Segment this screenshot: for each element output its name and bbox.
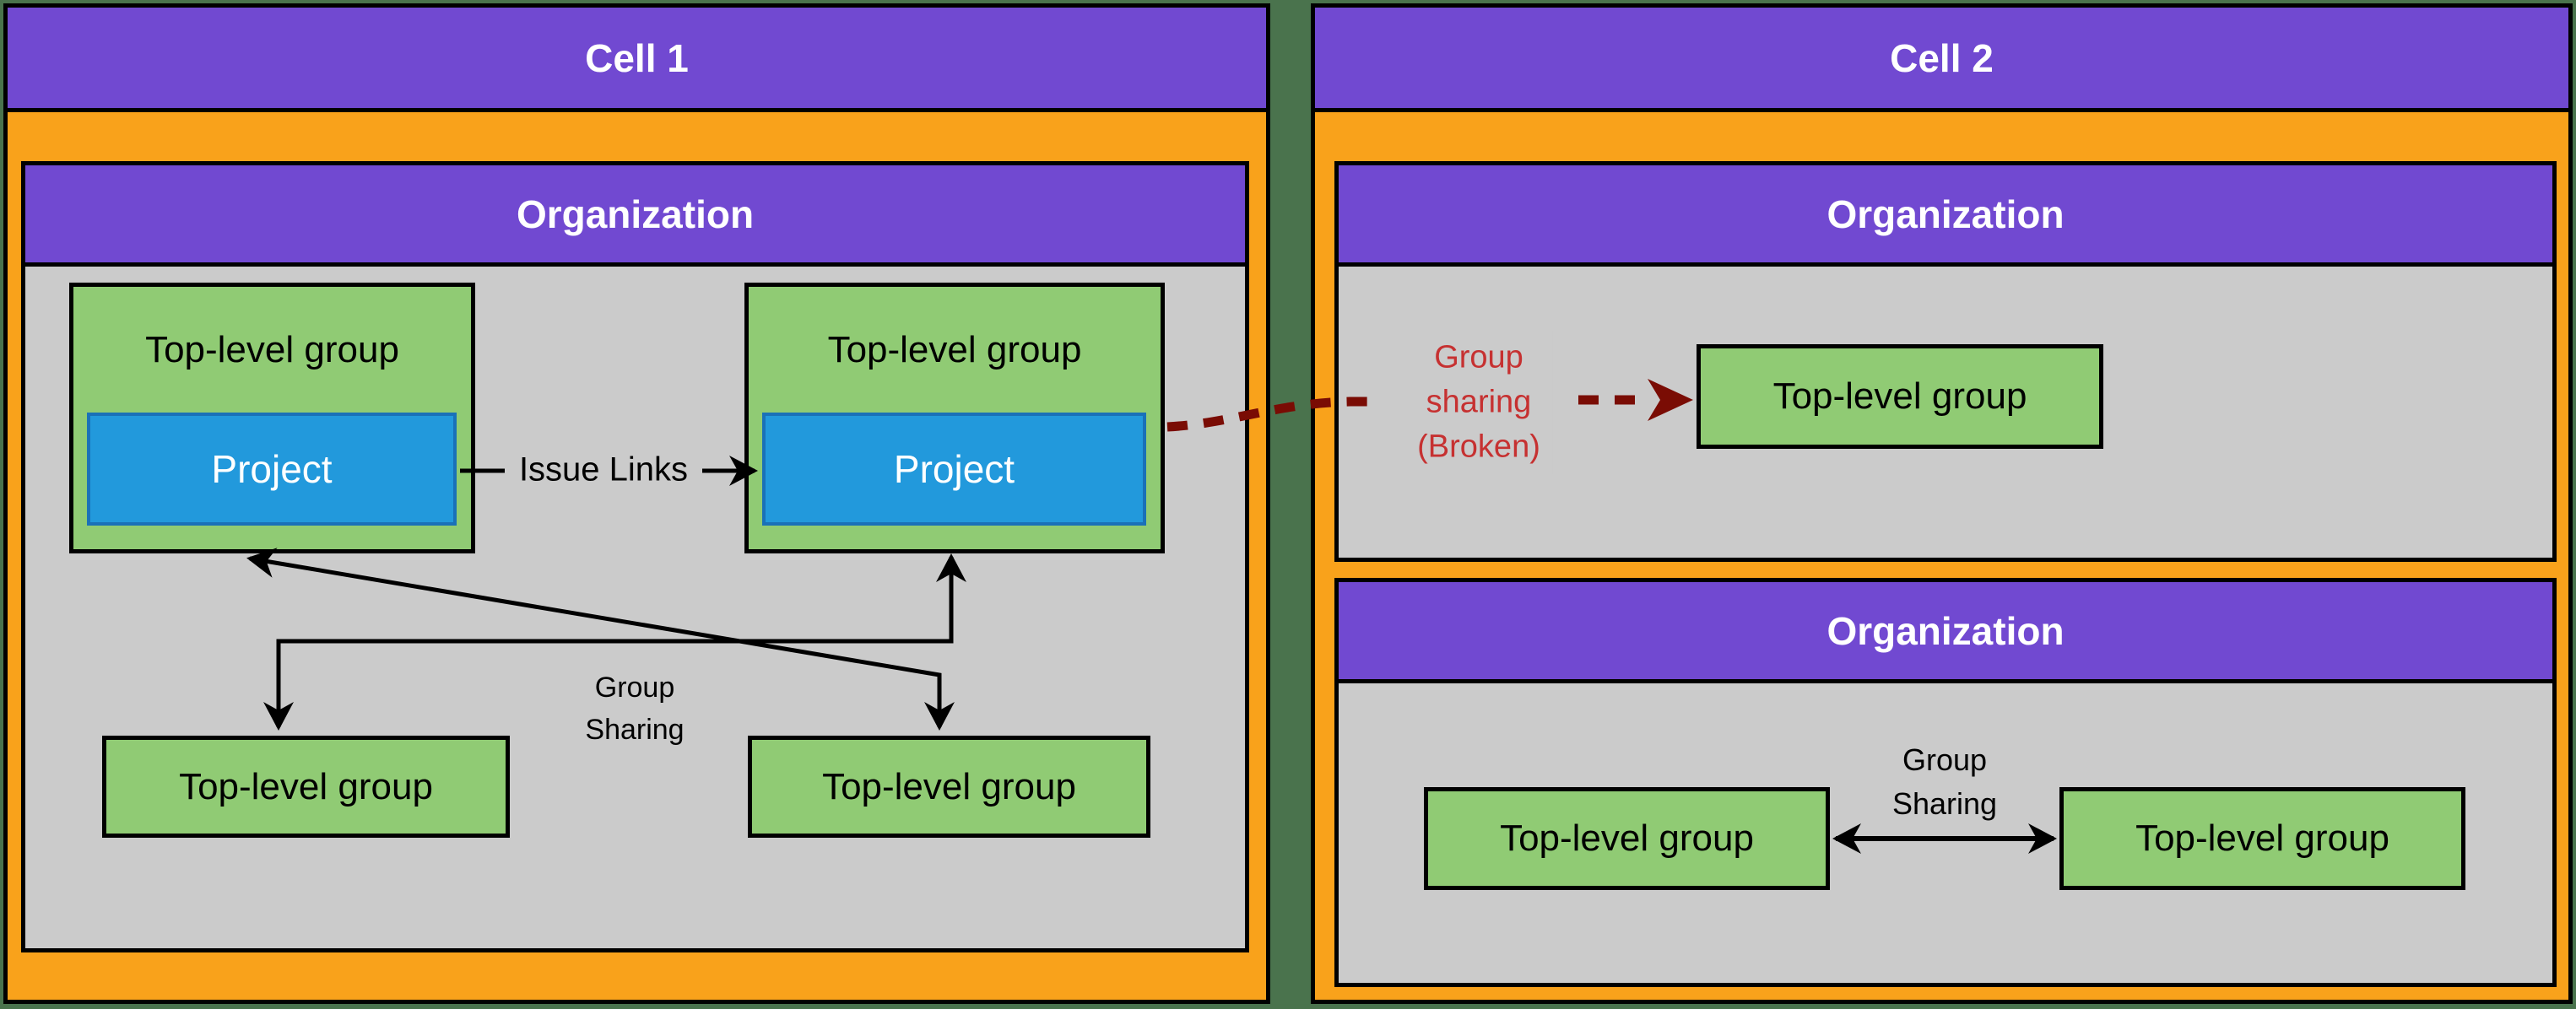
project-box-right: Project: [762, 413, 1146, 526]
top-level-group-label: Top-level group: [827, 329, 1082, 370]
cell-2-title: Cell 2: [1890, 35, 1994, 80]
broken-line1: Group: [1434, 339, 1523, 375]
top-level-group-label: Top-level group: [2135, 817, 2389, 859]
top-level-group-label: Top-level group: [822, 765, 1076, 807]
issue-links-text: Issue Links: [518, 451, 689, 488]
cell-2-organization-bottom-title: Organization: [1826, 608, 2065, 653]
cell-1-organization-body: Top-level group Project Top-level group …: [25, 267, 1245, 948]
group-sharing-line1: Group: [1902, 742, 1988, 777]
top-level-group-shared-left: Top-level group: [1424, 787, 1830, 890]
cell-1-container: Cell 1 Organization Top-level group Proj…: [3, 3, 1270, 1004]
top-level-group-label: Top-level group: [1500, 817, 1754, 859]
cell-2-header: Cell 2: [1315, 8, 2568, 112]
cell-1-title: Cell 1: [585, 35, 689, 80]
top-level-group-label: Top-level group: [1772, 375, 2027, 417]
issue-links-label: Issue Links: [519, 451, 688, 489]
broken-line3: (Broken): [1417, 429, 1540, 465]
project-label: Project: [893, 447, 1015, 491]
top-level-group-bottom-left: Top-level group: [102, 736, 510, 838]
project-label: Project: [211, 447, 333, 491]
top-level-group-label: Top-level group: [179, 765, 433, 807]
cell-2-organization-bottom-header: Organization: [1339, 582, 2552, 683]
group-sharing-line2: Sharing: [585, 714, 685, 746]
group-sharing-broken-label: Group sharing (Broken): [1405, 330, 1552, 475]
group-sharing-line1: Group: [594, 672, 675, 704]
group-sharing-label-cell2: Group Sharing: [1892, 738, 1997, 826]
cell-1-organization-header: Organization: [25, 165, 1245, 267]
top-level-group-label: Top-level group: [145, 329, 399, 370]
cell-1-header: Cell 1: [8, 8, 1266, 112]
top-level-group-bottom-right: Top-level group: [748, 736, 1150, 838]
cell-2-organization-bottom-body: Top-level group Top-level group: [1339, 683, 2552, 983]
group-sharing-line2: Sharing: [1891, 786, 1998, 821]
cell-2-organization-top-header: Organization: [1339, 165, 2552, 267]
project-box-left: Project: [87, 413, 457, 526]
top-level-group-with-project-left: Top-level group Project: [69, 283, 475, 553]
top-level-group-with-project-right: Top-level group Project: [744, 283, 1165, 553]
cell-2-organization-top-title: Organization: [1826, 192, 2065, 236]
cell-2-container: Cell 2 Organization Top-level group Orga…: [1311, 3, 2573, 1004]
top-level-group-shared-target: Top-level group: [1697, 344, 2103, 449]
group-sharing-label-cell1: Group Sharing: [585, 666, 684, 751]
cell-1-organization: Organization Top-level group Project Top…: [21, 161, 1249, 952]
cell-2-organization-bottom: Organization Top-level group Top-level g…: [1334, 578, 2557, 987]
cell-1-organization-title: Organization: [516, 192, 755, 236]
top-level-group-shared-right: Top-level group: [2059, 787, 2465, 890]
broken-line2: sharing: [1426, 384, 1532, 420]
